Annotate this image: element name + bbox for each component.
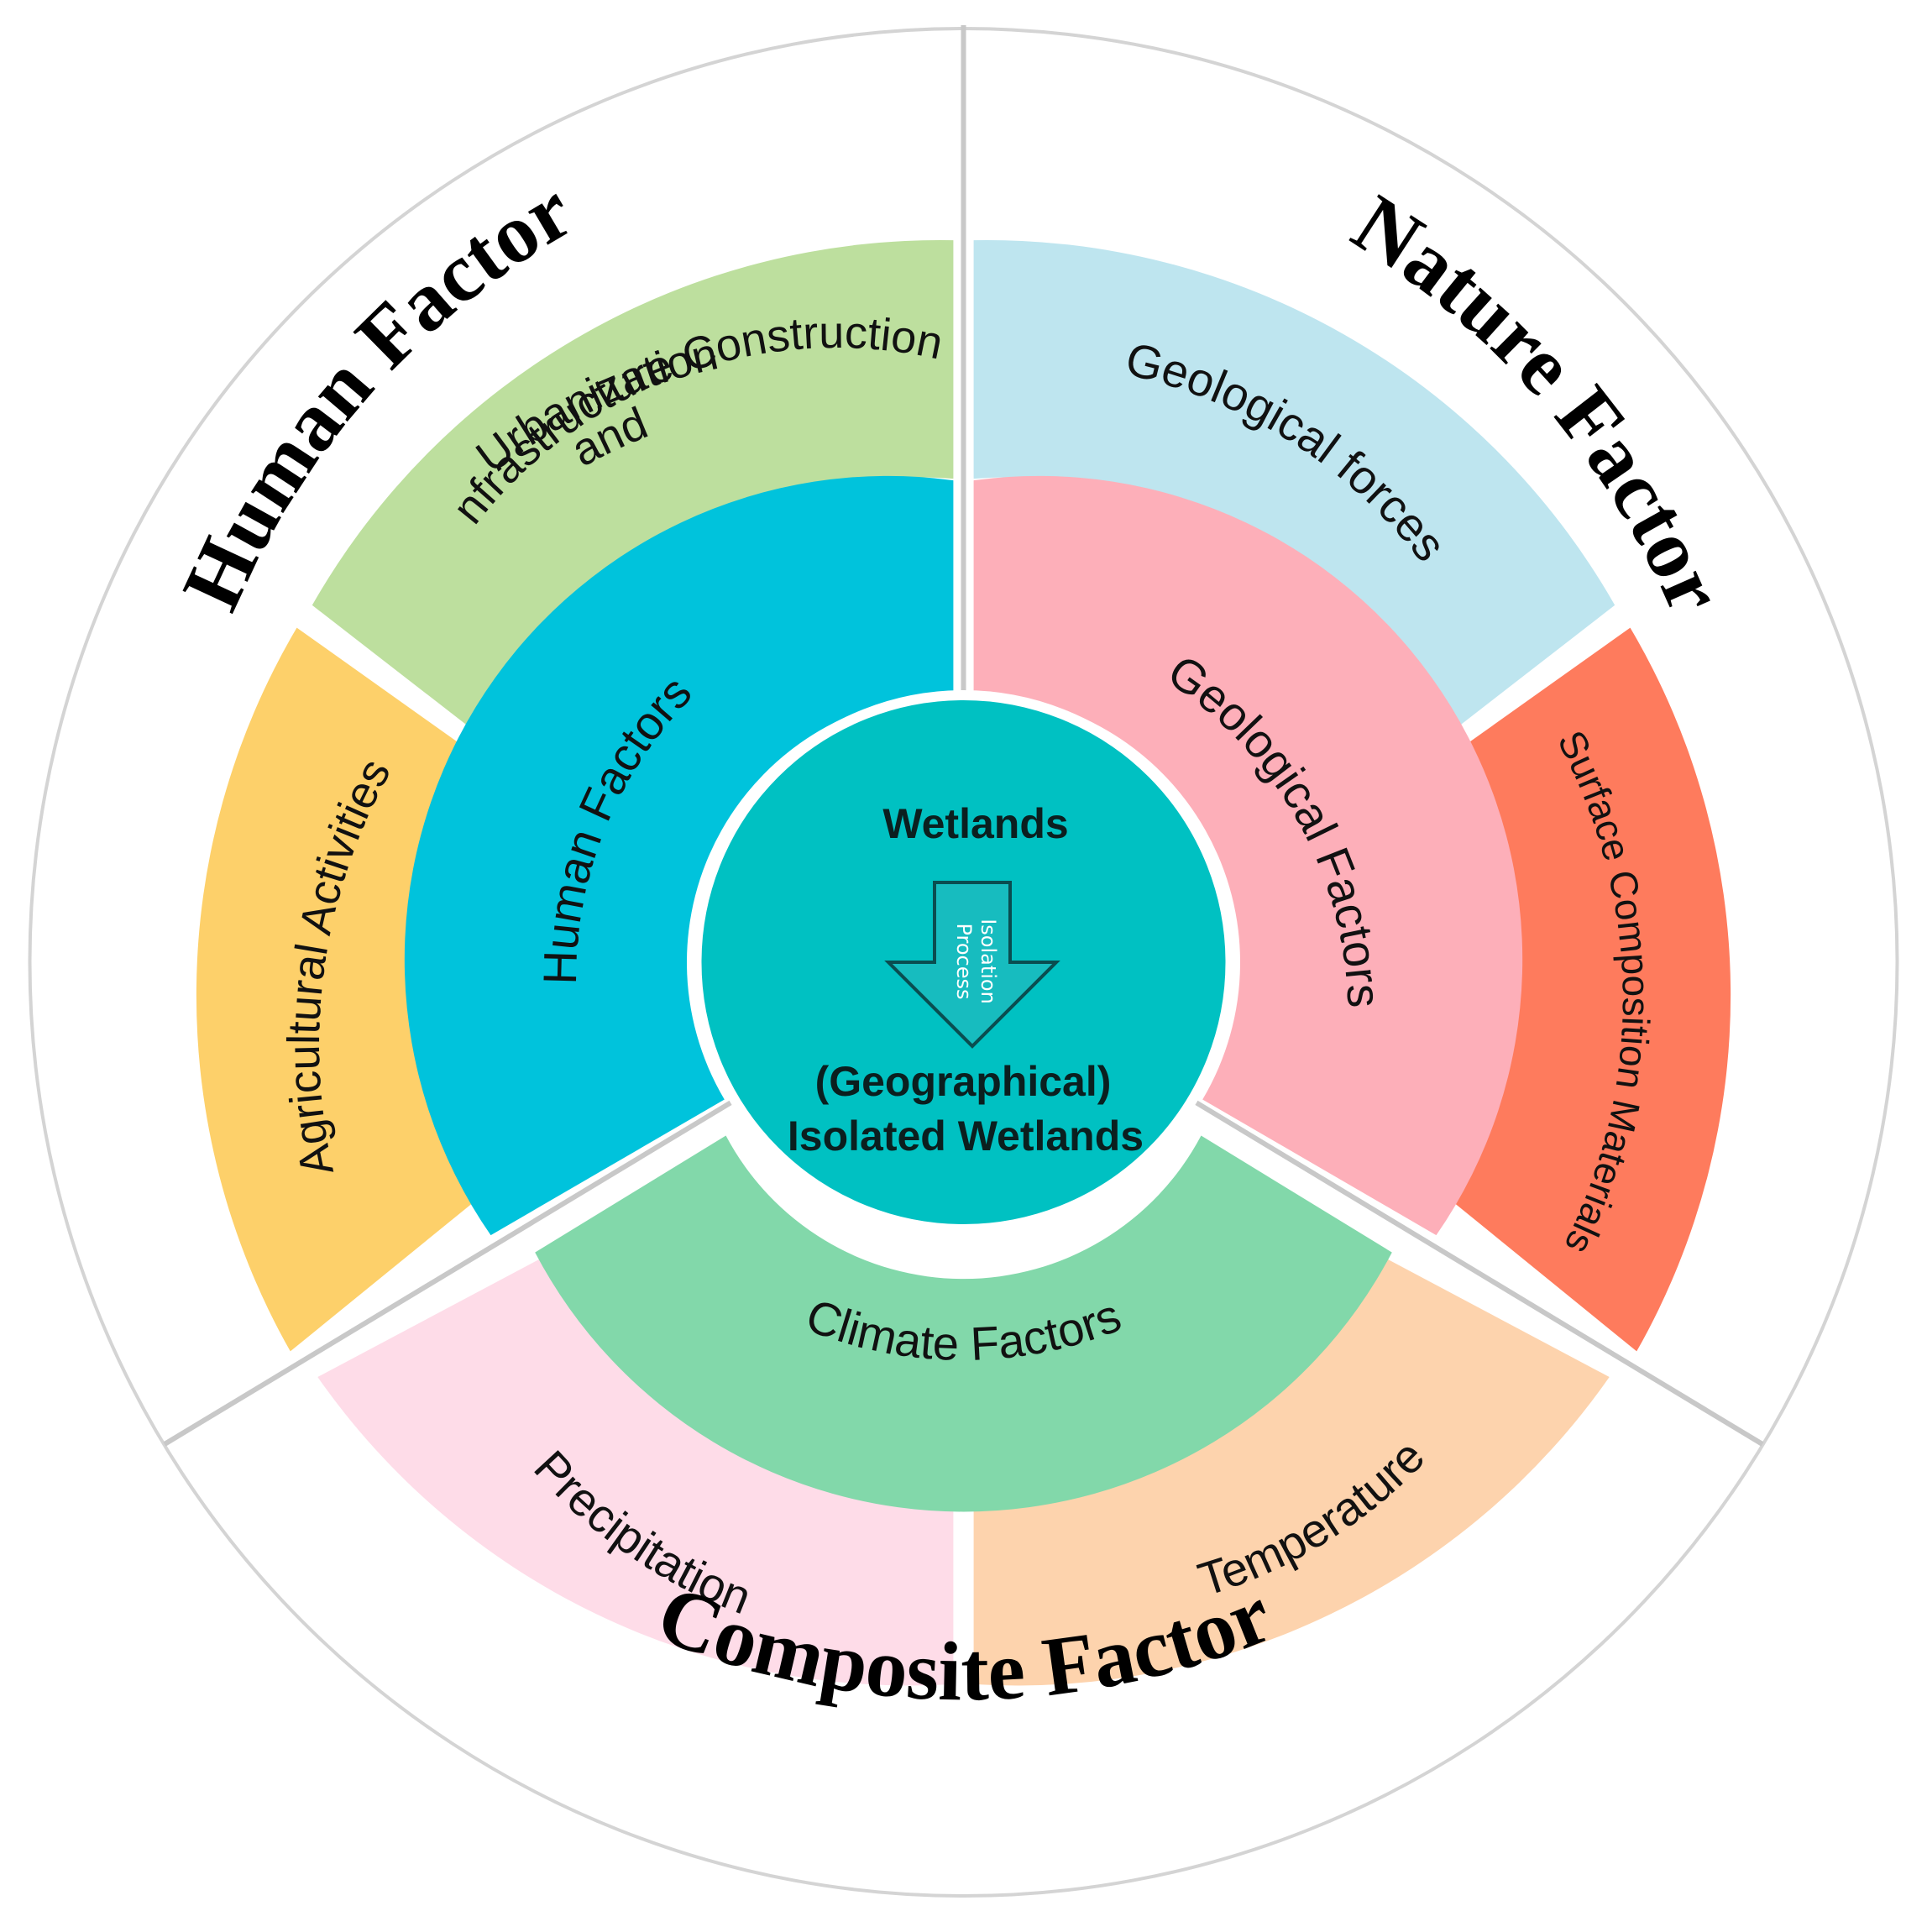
- sector-precipitation: [317, 1245, 954, 1686]
- arrow-label-line2: Process: [952, 923, 976, 999]
- center-bottom-label-line2: Isolated Wetlands: [788, 1113, 1144, 1160]
- down-arrow-icon: [884, 881, 1060, 1049]
- sector-geological-forces: [973, 239, 1615, 740]
- sector-agricultural: [196, 627, 484, 1352]
- center-bottom-label-line1: (Geographical): [815, 1058, 1112, 1105]
- sector-human-factors: [404, 475, 954, 1236]
- sector-geological-factors: [973, 475, 1523, 1236]
- inner-ring: [404, 475, 1523, 1512]
- sector-surface-composition: [1443, 627, 1731, 1352]
- sector-urbanization: [312, 239, 954, 740]
- isolation-arrow: Isolation Process: [884, 881, 1060, 1049]
- outer-ring: [196, 239, 1731, 1686]
- center-top-label: Wetlands: [882, 800, 1068, 847]
- sector-temperature: [973, 1245, 1610, 1686]
- sector-climate-factors: [535, 1135, 1392, 1512]
- arrow-label-line1: Isolation: [977, 919, 1000, 1004]
